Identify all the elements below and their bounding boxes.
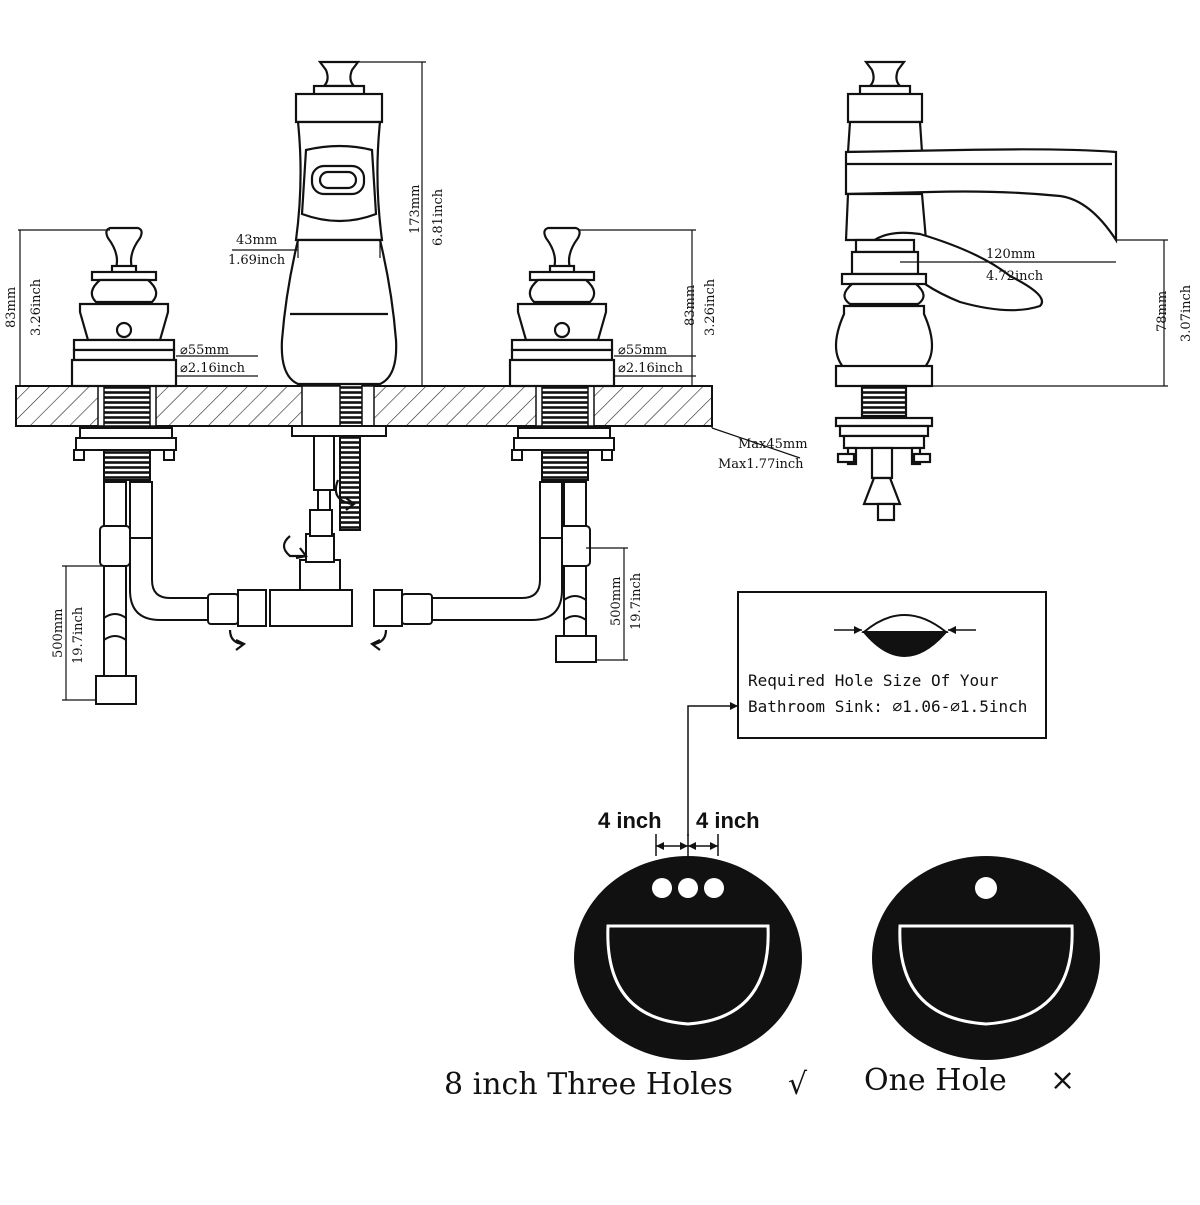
- three-hole-check-mark: √: [788, 1067, 808, 1102]
- side-dimension-lines: [900, 239, 1168, 387]
- faucet-hole-single: [975, 877, 997, 899]
- outlet-height-mm: 78mm: [1155, 291, 1170, 332]
- one-hole-sink: [872, 856, 1100, 1060]
- sink-captions: 8 inch Three Holes √ One Hole ×: [444, 1063, 1075, 1102]
- sink-hole-profile-icon: [861, 614, 949, 633]
- under-counter-plumbing: [73, 425, 615, 705]
- three-hole-caption: 8 inch Three Holes: [444, 1067, 733, 1102]
- right-base-dia-in: ⌀2.16inch: [618, 361, 684, 376]
- front-dimension-lines: [18, 61, 801, 701]
- right-handle-height-mm: 83mm: [683, 285, 698, 326]
- right-hose-length-in: 19.7inch: [629, 572, 644, 630]
- spacing-left-label: 4 inch: [598, 808, 662, 833]
- faucet-hole-left: [652, 878, 672, 898]
- center-spout: [280, 60, 398, 386]
- max-thickness-in: Max1.77inch: [718, 457, 804, 472]
- right-handle-height-in: 3.26inch: [703, 278, 718, 336]
- side-view-faucet: [834, 60, 1118, 522]
- spout-width-in: 1.69inch: [228, 253, 286, 268]
- spout-height-in: 6.81inch: [431, 188, 446, 246]
- faucet-hole-right: [704, 878, 724, 898]
- one-hole-cross-mark: ×: [1050, 1063, 1075, 1098]
- reach-mm: 120mm: [986, 247, 1035, 262]
- left-handle: [70, 226, 178, 388]
- hole-note-line-1: Required Hole Size Of Your: [748, 671, 999, 690]
- right-handle: [508, 226, 616, 388]
- countertop-section: [15, 371, 713, 435]
- left-base-dia-in: ⌀2.16inch: [180, 361, 246, 376]
- right-base-dia-mm: ⌀55mm: [618, 343, 667, 358]
- left-hose-length-mm: 500mm: [51, 609, 66, 658]
- hole-note-line-2: Bathroom Sink: ⌀1.06-⌀1.5inch: [748, 697, 1027, 716]
- dimension-labels: 83mm 3.26inch 173mm 6.81inch 43mm 1.69in…: [4, 185, 1194, 664]
- left-handle-height-mm: 83mm: [4, 287, 19, 328]
- reach-in: 4.72inch: [986, 269, 1044, 284]
- left-handle-height-in: 3.26inch: [29, 278, 44, 336]
- three-hole-sink: [574, 856, 802, 1060]
- left-base-dia-mm: ⌀55mm: [180, 343, 229, 358]
- faucet-hole-center: [678, 878, 698, 898]
- right-hose-length-mm: 500mm: [609, 577, 624, 626]
- hole-size-note: Required Hole Size Of Your Bathroom Sink…: [687, 591, 1047, 836]
- left-hose-length-in: 19.7inch: [71, 606, 86, 664]
- spout-height-mm: 173mm: [408, 185, 423, 234]
- spacing-right-label: 4 inch: [696, 808, 760, 833]
- outlet-height-in: 3.07inch: [1179, 284, 1194, 342]
- hole-spacing: 4 inch 4 inch: [598, 808, 760, 856]
- one-hole-caption: One Hole: [864, 1063, 1007, 1098]
- spout-width-mm: 43mm: [236, 233, 277, 248]
- max-thickness-mm: Max45mm: [738, 437, 808, 452]
